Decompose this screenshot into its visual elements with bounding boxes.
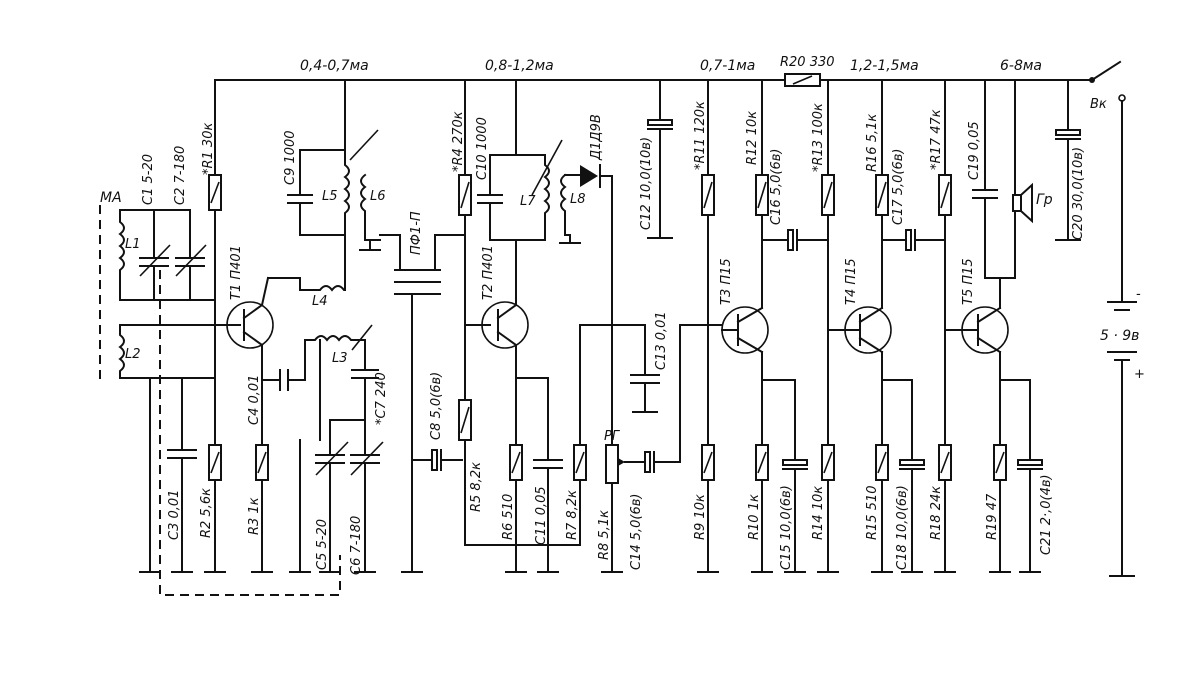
label-l2: L2 [125,347,141,362]
label-r18: R18 24к [929,486,944,540]
resistor-r1: *R1 30к [201,123,222,446]
if-transformer-2: C10 1000 L7 L8 Д1Д9В [475,79,613,446]
label-l3: L3 [332,351,348,366]
label-r4: *R4 270к [451,111,466,172]
capacitor-c20: C20 30,0(10в) [1055,79,1086,241]
label-current-1: 0,4-0,7ма [300,58,369,74]
label-c17: C17 5,0(6в) [891,148,906,225]
label-c20: C20 30,0(10в) [1071,147,1086,240]
label-t5: T5 П15 [961,258,976,305]
capacitor-c8: C8 5,0(6в) [411,372,463,471]
label-l1: L1 [125,237,141,252]
label-c6: C6 7-180 [349,516,364,575]
label-r5: R5 8,2к [469,462,484,512]
label-t2: T2 П401 [481,245,496,300]
label-r11: *R11 120к [693,101,708,170]
label-t3: T3 П15 [719,258,734,305]
label-c18: C18 10,0(6в) [895,485,910,570]
label-c13: C13 0,01 [654,311,669,370]
label-l6: L6 [370,189,386,204]
label-battery: 5 · 9в [1100,328,1139,344]
label-r10: R10 1к [747,494,762,540]
label-r1: *R1 30к [201,123,216,175]
label-ma: МА [100,190,122,206]
label-l4: L4 [312,294,328,309]
detector-load: R7 8,2к C13 0,01 РГ R8 5,1к C14 5,0(6в) [565,311,723,573]
label-c4: C4 0,01 [247,375,262,425]
label-battery-plus: + [1134,367,1145,382]
label-c19: C19 0,05 [967,121,982,180]
stage-t3: *R11 120к R9 10к T3 П15 R12 10к R10 1к C… [693,79,829,573]
transistor-t1: T1 П401 [226,245,301,376]
label-r19: R19 47 [985,493,1000,540]
label-c8: C8 5,0(6в) [429,372,444,440]
label-current-5: 6-8ма [1000,58,1042,74]
power-switch: Вк [1089,60,1126,112]
label-battery-minus: - [1136,287,1141,302]
diode-d1 [580,165,598,187]
label-switch: Вк [1090,97,1107,112]
label-c1: C1 5-20 [141,154,156,205]
supply-bus [214,79,1093,176]
label-c9: C9 1000 [283,130,298,185]
label-r12: R12 10к [745,111,760,165]
resistor-r20: R20 330 [780,55,835,87]
label-c16: C16 5,0(6в) [769,148,784,225]
stage-t5: *R17 47к R18 24к T5 П15 R19 47 C21 2·,0(… [929,79,1054,573]
label-t4: T4 П15 [844,258,859,305]
label-r7: R7 8,2к [565,490,580,540]
capacitor-c12: C12 10,0(10в) [639,79,673,239]
label-c10: C10 1000 [475,117,490,180]
label-c14: C14 5,0(6в) [629,493,644,570]
label-r13: *R13 100к [811,103,826,172]
label-c12: C12 10,0(10в) [639,137,654,230]
label-speaker: Гр [1036,192,1053,208]
gang-tuning-dashed [159,270,341,596]
label-c3: C3 0,01 [167,490,182,540]
piezo-filter: ПФ1-П [379,211,466,573]
label-r9: R9 10к [693,494,708,540]
label-l5: L5 [322,189,338,204]
stage-t2: *R4 270к R5 8,2к T2 П401 R6 510 C11 0,05 [451,79,581,573]
label-r3: R3 1к [247,497,262,535]
label-r8: R8 5,1к [597,510,612,560]
label-c15: C15 10,0(6в) [779,485,794,570]
label-r2: R2 5,6к [199,488,214,538]
label-c5: C5 5-20 [315,519,330,570]
stage-t4: *R13 100к R14 10к T4 П15 R16 5,1к R15 51… [811,79,946,573]
label-filter: ПФ1-П [409,211,424,255]
label-l8: L8 [570,192,586,207]
label-pot: РГ [604,429,621,444]
label-r6: R6 510 [501,494,516,540]
emitter-network-t1: C3 0,01 R2 5,6к R3 1к C4 0,01 [139,374,273,573]
label-r20: R20 330 [780,55,835,70]
label-diode: Д1Д9В [589,114,604,161]
speaker-icon: Гр [1012,79,1053,279]
label-current-4: 1,2-1,5ма [850,58,919,74]
label-r15: R15 510 [865,485,880,540]
label-t1: T1 П401 [229,245,244,300]
label-c11: C11 0,05 [534,486,549,545]
oscillator-network: L4 L3 *C7 240 C5 5-20 C6 7-180 [261,259,389,575]
label-c2: C2 7-180 [173,146,188,205]
label-l7: L7 [520,194,536,209]
label-c21: C21 2·,0(4в) [1039,474,1054,555]
label-current-2: 0,8-1,2ма [485,58,554,74]
label-r14: R14 10к [811,486,826,540]
magnetic-antenna: МА L1 C1 5-20 C2 7-180 L2 [99,146,241,380]
label-current-3: 0,7-1ма [700,58,755,74]
label-r16: R16 5,1к [865,114,880,172]
label-r17: *R17 47к [929,109,944,170]
battery: 5 · 9в - + [1100,100,1145,577]
if-transformer-1: C9 1000 L5 L6 [283,79,386,261]
label-c7: *C7 240 [374,372,389,425]
